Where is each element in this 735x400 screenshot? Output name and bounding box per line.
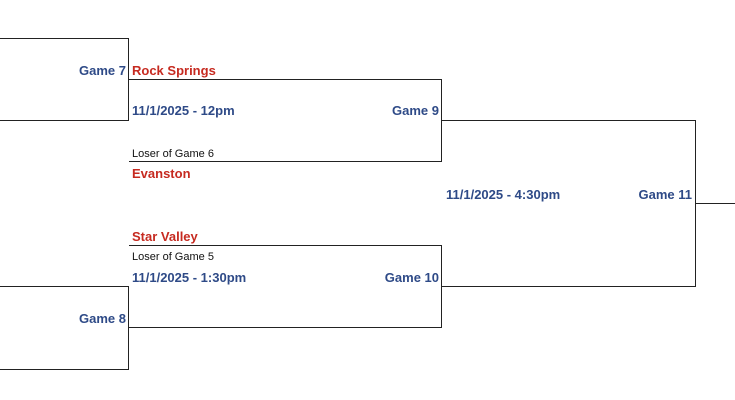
game10-bottom-line <box>129 327 442 328</box>
game7-label: Game 7 <box>79 63 126 78</box>
game11-bottom-line <box>442 286 696 287</box>
game9-top-line <box>129 79 442 80</box>
game8-label: Game 8 <box>79 311 126 326</box>
game7-right-line <box>128 38 129 121</box>
game11-datetime: 11/1/2025 - 4:30pm <box>446 187 561 202</box>
game8-top-line <box>0 286 129 287</box>
game11-label: Game 11 <box>638 187 693 202</box>
game7-top-line <box>0 38 129 39</box>
game11-top-line <box>442 120 696 121</box>
game7-bottom-line <box>0 120 129 121</box>
game9-right-line <box>441 79 442 162</box>
game10-right-line <box>441 245 442 328</box>
game9-bottom-line <box>129 161 442 162</box>
game10-bottom-slot: Loser of Game 5 <box>132 251 214 263</box>
game9-bottom-slot: Loser of Game 6 <box>132 148 214 160</box>
game10-top-team: Star Valley <box>132 229 198 244</box>
game8-right-line <box>128 286 129 370</box>
game8-bottom-line <box>0 369 129 370</box>
game9-top-team: Rock Springs <box>132 63 216 78</box>
final-winner-line <box>695 203 735 204</box>
game10-top-line <box>129 245 442 246</box>
evanston-team: Evanston <box>132 166 191 181</box>
game10-datetime: 11/1/2025 - 1:30pm <box>132 270 247 285</box>
game10-label: Game 10 <box>384 270 439 285</box>
game9-datetime: 11/1/2025 - 12pm <box>132 103 235 118</box>
game9-label: Game 9 <box>392 103 439 118</box>
